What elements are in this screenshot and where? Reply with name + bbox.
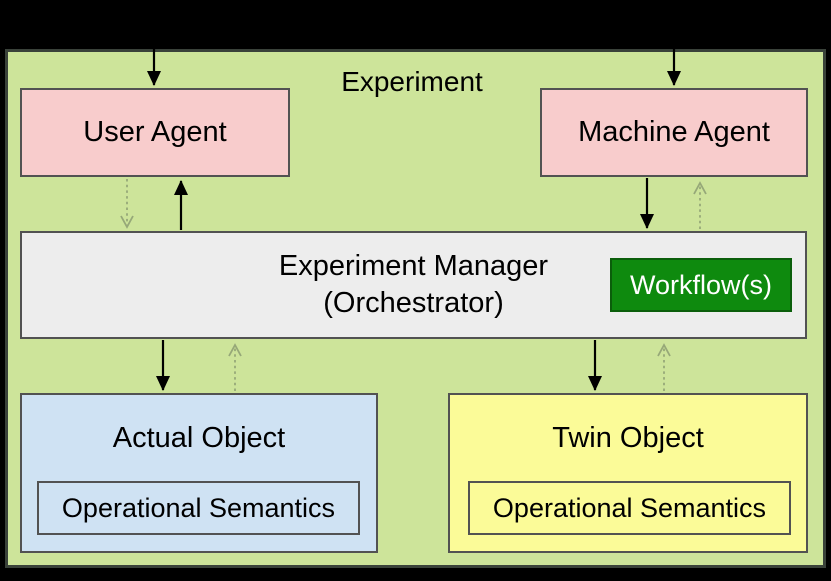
node-experiment-manager: Experiment Manager (Orchestrator)	[20, 231, 807, 339]
workflow-label: Workflow(s)	[629, 269, 772, 300]
node-workflow: Workflow(s)	[610, 258, 792, 312]
user-agent-label: User Agent	[83, 116, 227, 148]
node-actual-object: Actual Object Operational Semantics	[20, 393, 378, 553]
twin-operational-semantics-box: Operational Semantics	[468, 481, 791, 535]
actual-object-label: Actual Object	[112, 421, 286, 454]
machine-agent-label: Machine Agent	[578, 116, 770, 148]
experiment-manager-label-line1: Experiment Manager	[278, 250, 549, 282]
actual-operational-semantics-box: Operational Semantics	[37, 481, 360, 535]
node-user-agent: User Agent	[20, 88, 290, 177]
experiment-title: Experiment	[341, 66, 483, 97]
node-twin-object: Twin Object Operational Semantics	[448, 393, 808, 553]
node-machine-agent: Machine Agent	[540, 88, 808, 177]
twin-object-label: Twin Object	[552, 421, 704, 454]
experiment-manager-label-line2: (Orchestrator)	[323, 287, 504, 319]
